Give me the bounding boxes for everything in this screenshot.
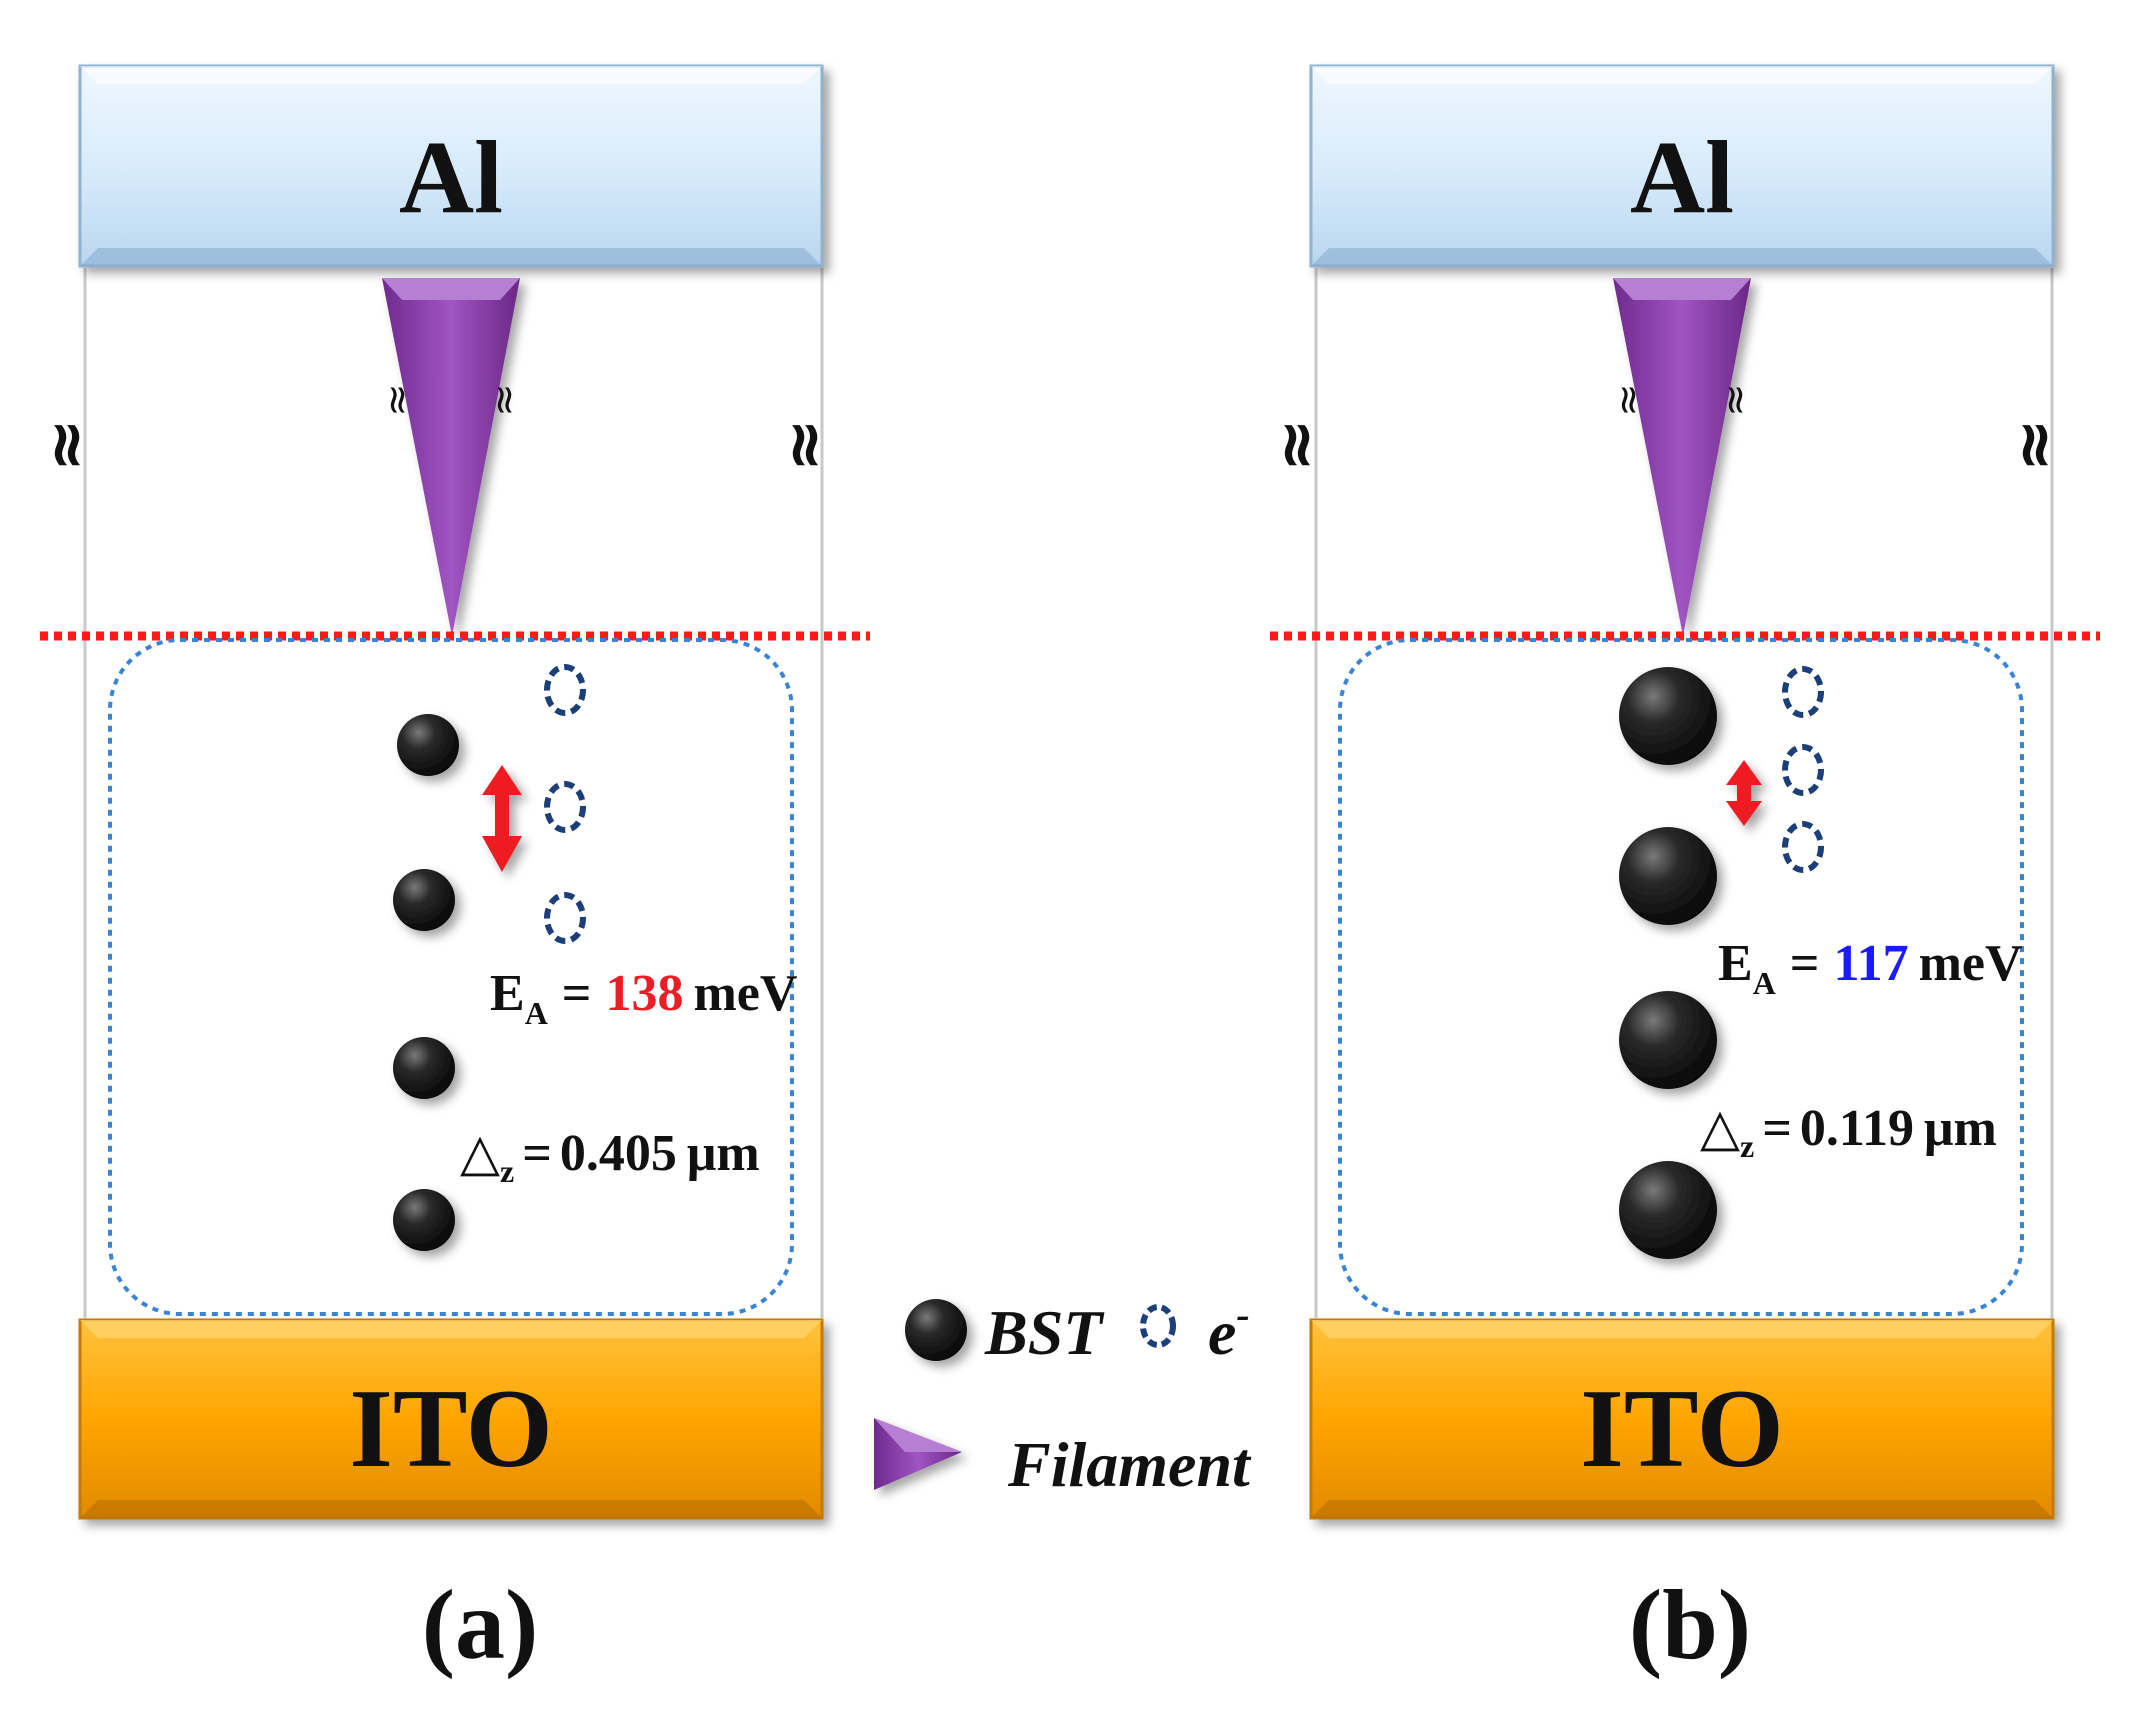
electron: [1782, 821, 1824, 873]
panel-b-ito-label: ITO: [1580, 1367, 1783, 1491]
electron: [1782, 666, 1824, 718]
panel-a-distance-arrow: [482, 765, 522, 872]
panel-a-ito-electrode: [78, 1318, 824, 1520]
legend-electron-icon: [1140, 1304, 1176, 1348]
panel-a-al-label: Al: [399, 120, 503, 235]
panel-a: Al ≈ ≈ ≈ ≈: [31, 64, 870, 1680]
panel-b-break-left: ≈: [1261, 418, 1335, 472]
electron: [544, 892, 586, 944]
panel-a-break-filament-left: ≈: [375, 383, 421, 417]
legend-bst-icon: [905, 1299, 967, 1361]
panel-a-caption: (a): [422, 1569, 539, 1680]
panel-a-ito-label: ITO: [349, 1367, 552, 1491]
panel-b-particles: [1619, 667, 1717, 1259]
bst-particle: [393, 869, 455, 931]
panel-a-filament: [382, 278, 520, 636]
bst-particle: [393, 1037, 455, 1099]
panel-b-break-filament-left: ≈: [1606, 383, 1652, 417]
panel-a-al-electrode: [78, 64, 824, 268]
panel-a-break-right: ≈: [769, 418, 843, 472]
panel-b-break-filament-right: ≈: [1713, 383, 1759, 417]
bst-particle: [1619, 827, 1717, 925]
panel-b-caption: (b): [1629, 1569, 1751, 1680]
panel-b-ito-electrode: [1309, 1318, 2055, 1520]
legend-filament-icon: [874, 1418, 962, 1490]
legend-filament-label: Filament: [1007, 1429, 1252, 1500]
bst-particle: [1619, 1161, 1717, 1259]
panel-a-electrons: [544, 664, 586, 944]
bst-particle: [1619, 667, 1717, 765]
legend: BST e- Filament: [874, 1292, 1252, 1500]
bst-particle: [397, 714, 459, 776]
electron: [544, 781, 586, 833]
bst-particle: [1619, 991, 1717, 1089]
legend-electron-label: e-: [1208, 1292, 1250, 1368]
panel-b-filament: [1613, 278, 1751, 636]
panel-a-break-filament-right: ≈: [482, 383, 528, 417]
electron: [544, 664, 586, 716]
panel-b-electrons: [1782, 666, 1824, 873]
panel-b-al-label: Al: [1630, 120, 1734, 235]
panel-b-distance-arrow: [1726, 760, 1762, 826]
electron: [1782, 744, 1824, 796]
panel-b-al-electrode: [1309, 64, 2055, 268]
panel-a-break-left: ≈: [31, 418, 105, 472]
bst-particle: [393, 1189, 455, 1251]
legend-bst-label: BST: [984, 1297, 1105, 1368]
panel-b-break-right: ≈: [1999, 418, 2073, 472]
panel-a-particles: [393, 714, 459, 1251]
